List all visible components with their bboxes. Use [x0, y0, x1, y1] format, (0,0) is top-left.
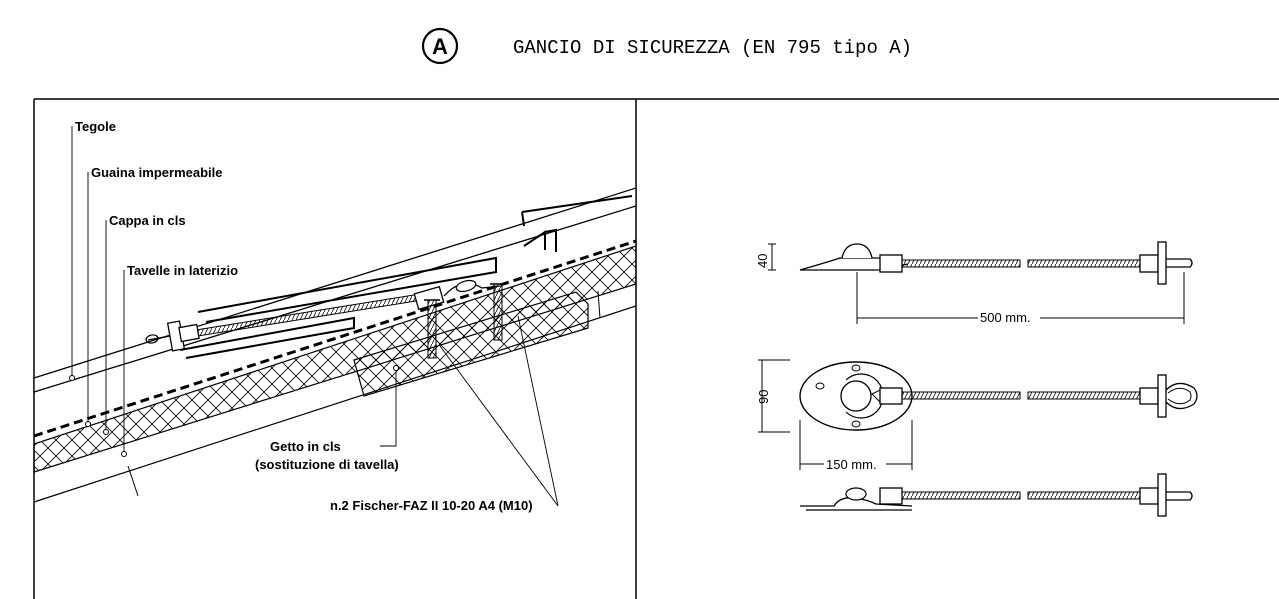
dim-500: 500 mm. — [980, 310, 1031, 325]
label-tavelle: Tavelle in laterizio — [127, 263, 238, 278]
plan-view: 90 150 mm. — [756, 359, 1198, 472]
anchor-bolt-2 — [490, 283, 506, 341]
label-tegole: Tegole — [75, 119, 116, 134]
label-guaina: Guaina impermeabile — [91, 165, 223, 180]
dim-90: 90 — [756, 390, 771, 404]
section-badge — [421, 27, 459, 65]
label-getto-note: (sostituzione di tavella) — [255, 457, 399, 472]
side-view: 40 500 mm. — [755, 241, 1193, 326]
label-getto: Getto in cls — [270, 439, 341, 454]
guaina-line — [33, 239, 637, 438]
section-badge-letter: A — [432, 34, 448, 59]
label-fischer: n.2 Fischer-FAZ II 10-20 A4 (M10) — [330, 498, 533, 513]
hook-detail: 40 500 mm. — [755, 241, 1198, 517]
leader-lines — [71, 126, 559, 507]
leader-dots — [69, 365, 399, 457]
bottom-view — [800, 473, 1193, 517]
slab-bottom — [33, 305, 637, 503]
roof-section: Tegole Guaina impermeabile Cappa in cls … — [33, 119, 637, 513]
panel-frames — [33, 98, 1279, 599]
getto-block — [353, 291, 589, 397]
lower-plate — [179, 316, 355, 359]
drawing-title: GANCIO DI SICUREZZA (EN 795 tipo A) — [513, 37, 912, 59]
anchor-bolt-1 — [424, 299, 440, 359]
label-cappa: Cappa in cls — [109, 213, 186, 228]
header: A GANCIO DI SICUREZZA (EN 795 tipo A) — [421, 27, 912, 65]
dim-150: 150 mm. — [826, 457, 877, 472]
upper-plate — [197, 256, 497, 323]
cover-plate — [521, 195, 633, 213]
dim-40: 40 — [755, 254, 770, 268]
